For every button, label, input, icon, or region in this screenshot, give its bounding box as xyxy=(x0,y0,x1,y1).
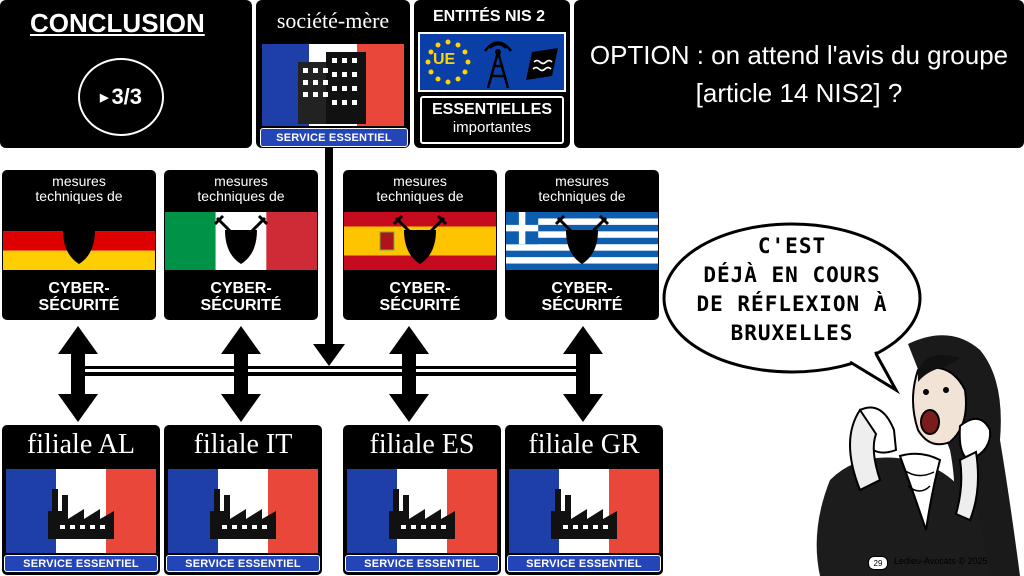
factory-icon xyxy=(387,487,457,544)
measures-card-es: mesures techniques de CYBER- SÉCURITÉ xyxy=(343,170,497,320)
subsidiary-name: filiale AL xyxy=(26,429,136,460)
measures-line-1: mesures xyxy=(555,173,609,189)
measures-line-2: techniques de xyxy=(538,188,626,204)
subsidiary-card: filiale AL SERVICE ESSENTIEL xyxy=(2,425,160,575)
eu-panel: UE xyxy=(418,32,566,92)
factory-icon xyxy=(208,487,278,544)
double-arrow-icon xyxy=(563,326,603,422)
subsidiary-card: filiale GR SERVICE ESSENTIEL xyxy=(505,425,663,575)
page-number: 29 xyxy=(868,556,888,570)
parent-company-label: société-mère xyxy=(276,8,390,33)
double-arrow-icon xyxy=(58,326,98,422)
measures-card-de: mesures techniques de CYBER- SÉCURITÉ xyxy=(2,170,156,320)
subsidiary-name: filiale GR xyxy=(528,429,640,460)
parent-company-card: société-mère SERVICE ESSENTIEL xyxy=(256,0,410,148)
measures-card-gr: mesures techniques de CYBER- SÉCURITÉ xyxy=(505,170,659,320)
nis2-title: ENTITÉS NIS 2 xyxy=(432,8,546,25)
antenna-icon xyxy=(484,41,512,89)
conclusion-panel: CONCLUSION ▶ 3/3 xyxy=(0,0,252,148)
eu-stars-icon xyxy=(425,39,471,85)
cyber-line-1: CYBER- xyxy=(210,280,272,297)
measures-line-1: mesures xyxy=(393,173,447,189)
double-arrow-icon xyxy=(221,326,261,422)
subsidiary-name: filiale ES xyxy=(369,429,475,460)
subsidiary-name: filiale IT xyxy=(193,429,293,460)
subsidiary-service-badge: SERVICE ESSENTIEL xyxy=(345,555,499,572)
subsidiary-card: filiale IT SERVICE ESSENTIEL xyxy=(164,425,322,575)
essential-label: ESSENTIELLES xyxy=(431,101,553,118)
horizontal-bus-inner xyxy=(76,369,586,372)
lawyer-character-illustration xyxy=(816,335,1020,576)
option-text: OPTION : on attend l'avis du groupe [art… xyxy=(589,40,1009,108)
measures-line-2: techniques de xyxy=(35,188,123,204)
option-panel: OPTION : on attend l'avis du groupe [art… xyxy=(574,0,1024,148)
cyber-line-1: CYBER- xyxy=(48,280,110,297)
important-label: importantes xyxy=(452,119,532,136)
subsidiary-service-badge: SERVICE ESSENTIEL xyxy=(166,555,320,572)
shield-swords-icon xyxy=(49,214,109,271)
nis2-entities-card: ENTITÉS NIS 2 UE ESSENTIELLES xyxy=(414,0,570,148)
footer-credit: Ledieu-Avocats © 2025 xyxy=(894,556,988,566)
vertical-connector xyxy=(325,148,333,348)
subsidiary-service-badge: SERVICE ESSENTIEL xyxy=(507,555,661,572)
shield-swords-icon xyxy=(390,214,450,271)
conclusion-title: CONCLUSION xyxy=(30,8,205,38)
subsidiary-card: filiale ES SERVICE ESSENTIEL xyxy=(343,425,501,575)
cyber-line-1: CYBER- xyxy=(551,280,613,297)
factory-icon xyxy=(46,487,116,544)
shield-swords-icon xyxy=(552,214,612,271)
speech-line-3: DE RÉFLEXION À xyxy=(696,292,888,316)
step-label: 3/3 xyxy=(111,84,143,109)
measures-line-2: techniques de xyxy=(197,188,285,204)
play-icon: ▶ xyxy=(99,91,109,104)
cyber-line-2: SÉCURITÉ xyxy=(379,297,461,314)
cyber-line-2: SÉCURITÉ xyxy=(38,297,120,314)
measures-card-it: mesures techniques de CYBER- SÉCURITÉ xyxy=(164,170,318,320)
cyber-line-2: SÉCURITÉ xyxy=(200,297,282,314)
measures-line-2: techniques de xyxy=(376,188,464,204)
speech-text: C'EST DÉJÀ EN COURS DE RÉFLEXION À BRUXE… xyxy=(680,232,904,348)
parent-service-badge: SERVICE ESSENTIEL xyxy=(260,128,408,147)
subsidiary-french-flag xyxy=(168,469,318,553)
water-icon xyxy=(526,48,558,80)
cyber-line-1: CYBER- xyxy=(389,280,451,297)
connector-arrowhead xyxy=(313,344,345,366)
speech-line-1: C'EST xyxy=(757,234,827,258)
factory-icon xyxy=(549,487,619,544)
subsidiary-service-badge: SERVICE ESSENTIEL xyxy=(4,555,158,572)
eu-label: UE xyxy=(433,51,456,68)
speech-line-2: DÉJÀ EN COURS xyxy=(703,263,881,287)
shield-swords-icon xyxy=(211,214,271,271)
nis2-lower-panel: ESSENTIELLES importantes xyxy=(420,96,564,144)
cyber-line-2: SÉCURITÉ xyxy=(541,297,623,314)
building-icon xyxy=(298,52,366,124)
speech-line-4: BRUXELLES xyxy=(730,321,854,345)
step-indicator[interactable]: ▶ 3/3 xyxy=(78,58,164,136)
speech-bubble-shape xyxy=(662,222,922,395)
double-arrow-icon xyxy=(389,326,429,422)
measures-line-1: mesures xyxy=(52,173,106,189)
measures-line-1: mesures xyxy=(214,173,268,189)
flag-de xyxy=(3,212,155,270)
